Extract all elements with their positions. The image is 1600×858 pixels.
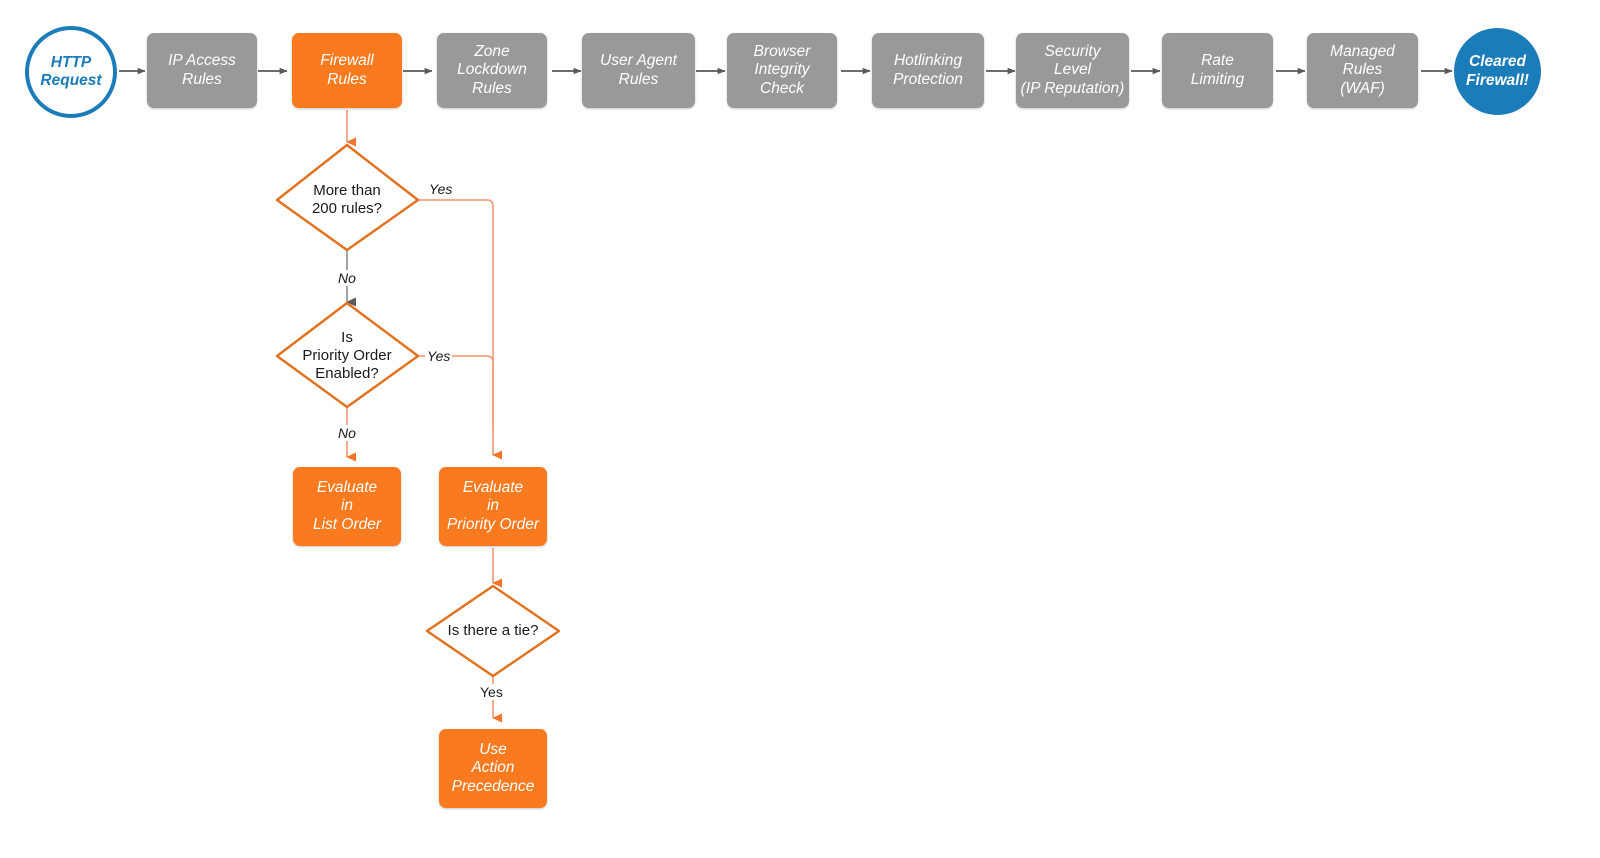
node-firewall-rules[interactable]: Firewall Rules — [292, 33, 402, 108]
node-browser-integrity-check[interactable]: Browser Integrity Check — [727, 33, 837, 108]
edge-decision200-yes — [418, 199, 503, 460]
decision-label-is-there-a-tie: Is there a tie? — [447, 622, 539, 639]
node-hotlinking-protection[interactable]: Hotlinking Protection — [872, 33, 984, 108]
node-security-level[interactable]: Security Level (IP Reputation) — [1016, 33, 1129, 108]
node-rate-limiting[interactable]: Rate Limiting — [1162, 33, 1273, 108]
edge-priorityorder-yes — [418, 355, 494, 430]
decision-is-priority-order-enabled — [275, 301, 420, 409]
node-ip-access-rules[interactable]: IP Access Rules — [147, 33, 257, 108]
node-use-action-precedence[interactable]: Use Action Precedence — [439, 729, 547, 808]
edge-label-priority-order-yes: Yes — [425, 348, 453, 364]
edge-label-tie-yes: Yes — [478, 684, 505, 700]
node-evaluate-in-priority-order[interactable]: Evaluate in Priority Order — [439, 467, 547, 546]
decision-more-than-200-rules — [275, 143, 420, 252]
edge-label-more-than-200-yes: Yes — [427, 181, 455, 197]
decision-label-is-priority-order-enabled: Is Priority Order Enabled? — [302, 329, 392, 382]
node-managed-rules-waf[interactable]: Managed Rules (WAF) — [1307, 33, 1418, 108]
node-user-agent-rules[interactable]: User Agent Rules — [582, 33, 695, 108]
node-zone-lockdown-rules[interactable]: Zone Lockdown Rules — [437, 33, 547, 108]
decision-is-there-a-tie — [425, 584, 561, 678]
edge-label-priority-order-no: No — [336, 425, 358, 441]
edge-label-more-than-200-no: No — [336, 270, 358, 286]
node-evaluate-in-list-order[interactable]: Evaluate in List Order — [293, 467, 401, 546]
node-cleared-firewall[interactable]: Cleared Firewall! — [1454, 28, 1541, 115]
node-http-request[interactable]: HTTP Request — [25, 26, 117, 118]
decision-label-more-than-200-rules: More than 200 rules? — [311, 182, 383, 217]
